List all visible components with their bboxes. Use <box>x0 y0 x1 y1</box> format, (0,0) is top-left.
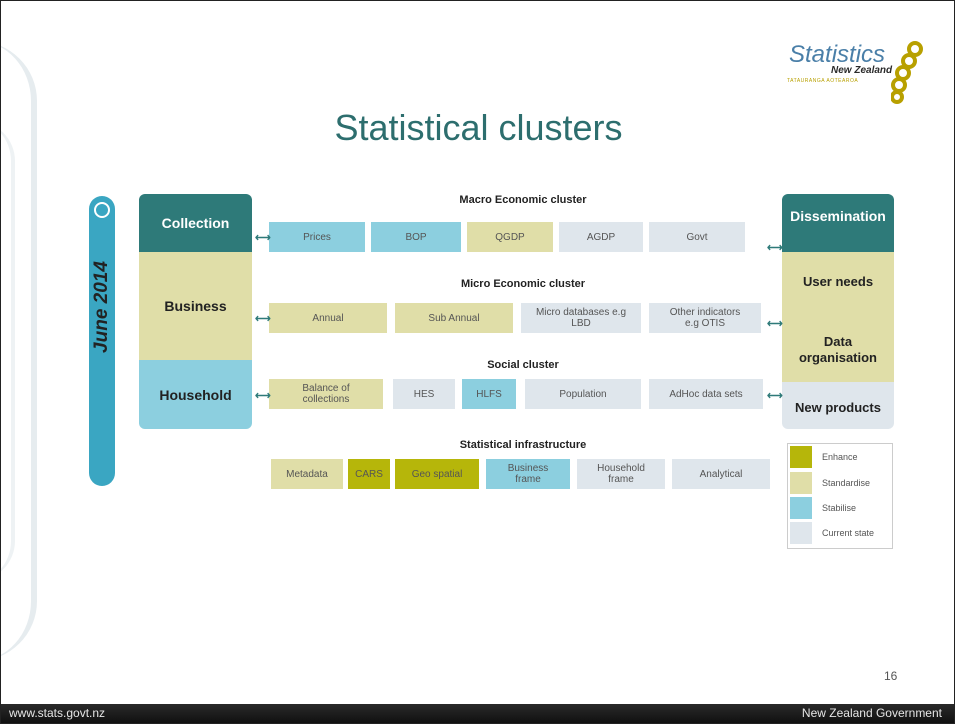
legend-enhance: Enhance <box>790 446 890 468</box>
social-item: HLFS <box>462 379 516 409</box>
stats-nz-logo: Statistics New Zealand TATAURANGA AOTEAR… <box>781 41 931 107</box>
infra-item: Business frame <box>486 459 570 489</box>
logo-chain-icon <box>891 41 923 104</box>
macro-item: AGDP <box>559 222 643 252</box>
logo-text-new-zealand: New Zealand <box>831 65 893 76</box>
double-arrow-icon: ⟷ <box>767 318 783 330</box>
legend-standardise: Standardise <box>790 472 890 494</box>
legend-current: Current state <box>790 522 890 544</box>
slide-title: Statistical clusters <box>334 107 623 148</box>
legend-swatch <box>790 446 812 468</box>
business-cell: Business <box>139 252 252 360</box>
social-item: Balance of collections <box>269 379 383 409</box>
double-arrow-icon: ⟷ <box>767 390 783 402</box>
legend-swatch <box>790 497 812 519</box>
data-organisation-label: Data organisation <box>798 334 877 365</box>
user-needs-label: User needs <box>802 274 874 289</box>
micro-item: Micro databases e.g LBD <box>521 303 641 333</box>
legend-label: Stabilise <box>822 503 857 513</box>
micro-item: Annual <box>269 303 387 333</box>
new-products-label: New products <box>795 400 881 415</box>
household-cell: Household <box>139 360 252 429</box>
legend: Enhance Standardise Stabilise Current st… <box>787 443 893 549</box>
page-number: 16 <box>884 669 898 683</box>
footer-url[interactable]: www.stats.govt.nz <box>9 706 106 720</box>
date-banner: June 2014 <box>89 196 115 486</box>
social-cluster-title: Social cluster <box>487 359 559 371</box>
infra-item: Household frame <box>577 459 665 489</box>
infrastructure-title: Statistical infrastructure <box>459 439 587 451</box>
macro-item: QGDP <box>467 222 553 252</box>
decorative-arc <box>1 41 37 661</box>
double-arrow-icon: ⟷ <box>255 232 271 244</box>
legend-stabilise: Stabilise <box>790 497 890 519</box>
double-arrow-icon: ⟷ <box>255 313 271 325</box>
macro-item: Prices <box>269 222 365 252</box>
right-column: Dissemination User needs Data organisati… <box>782 194 894 429</box>
macro-item: BOP <box>371 222 461 252</box>
footer-bar: www.stats.govt.nz New Zealand Government <box>1 704 954 723</box>
left-column: Collection Business Household <box>139 194 252 429</box>
legend-label: Standardise <box>822 478 871 488</box>
infra-item: Metadata <box>271 459 343 489</box>
double-arrow-icon: ⟷ <box>767 242 783 254</box>
footer-government: New Zealand Government <box>801 706 942 720</box>
logo-text-statistics: Statistics <box>789 41 886 68</box>
new-products-bg <box>782 382 894 429</box>
user-needs-bg <box>782 252 894 382</box>
social-item: AdHoc data sets <box>649 379 763 409</box>
infra-item: CARS <box>348 459 390 489</box>
logo-text-maori: TATAURANGA AOTEAROA <box>787 78 859 84</box>
micro-item: Sub Annual <box>395 303 513 333</box>
macro-cluster-title: Macro Economic cluster <box>459 194 587 206</box>
dissemination-label: Dissemination <box>790 208 886 224</box>
social-item: Population <box>525 379 641 409</box>
legend-label: Current state <box>822 528 875 538</box>
double-arrow-icon: ⟷ <box>255 390 271 402</box>
date-label: June 2014 <box>91 261 112 353</box>
micro-cluster-title: Micro Economic cluster <box>460 278 586 290</box>
target-icon <box>94 202 110 218</box>
collection-cell: Collection <box>139 194 252 252</box>
infra-item: Geo spatial <box>395 459 479 489</box>
legend-swatch <box>790 472 812 494</box>
legend-swatch <box>790 522 812 544</box>
dissemination-bg <box>782 194 894 252</box>
legend-label: Enhance <box>822 452 858 462</box>
macro-item: Govt <box>649 222 745 252</box>
micro-item: Other indicators e.g OTIS <box>649 303 761 333</box>
decorative-arc-inner <box>1 121 15 581</box>
social-item: HES <box>393 379 455 409</box>
infra-item: Analytical <box>672 459 770 489</box>
